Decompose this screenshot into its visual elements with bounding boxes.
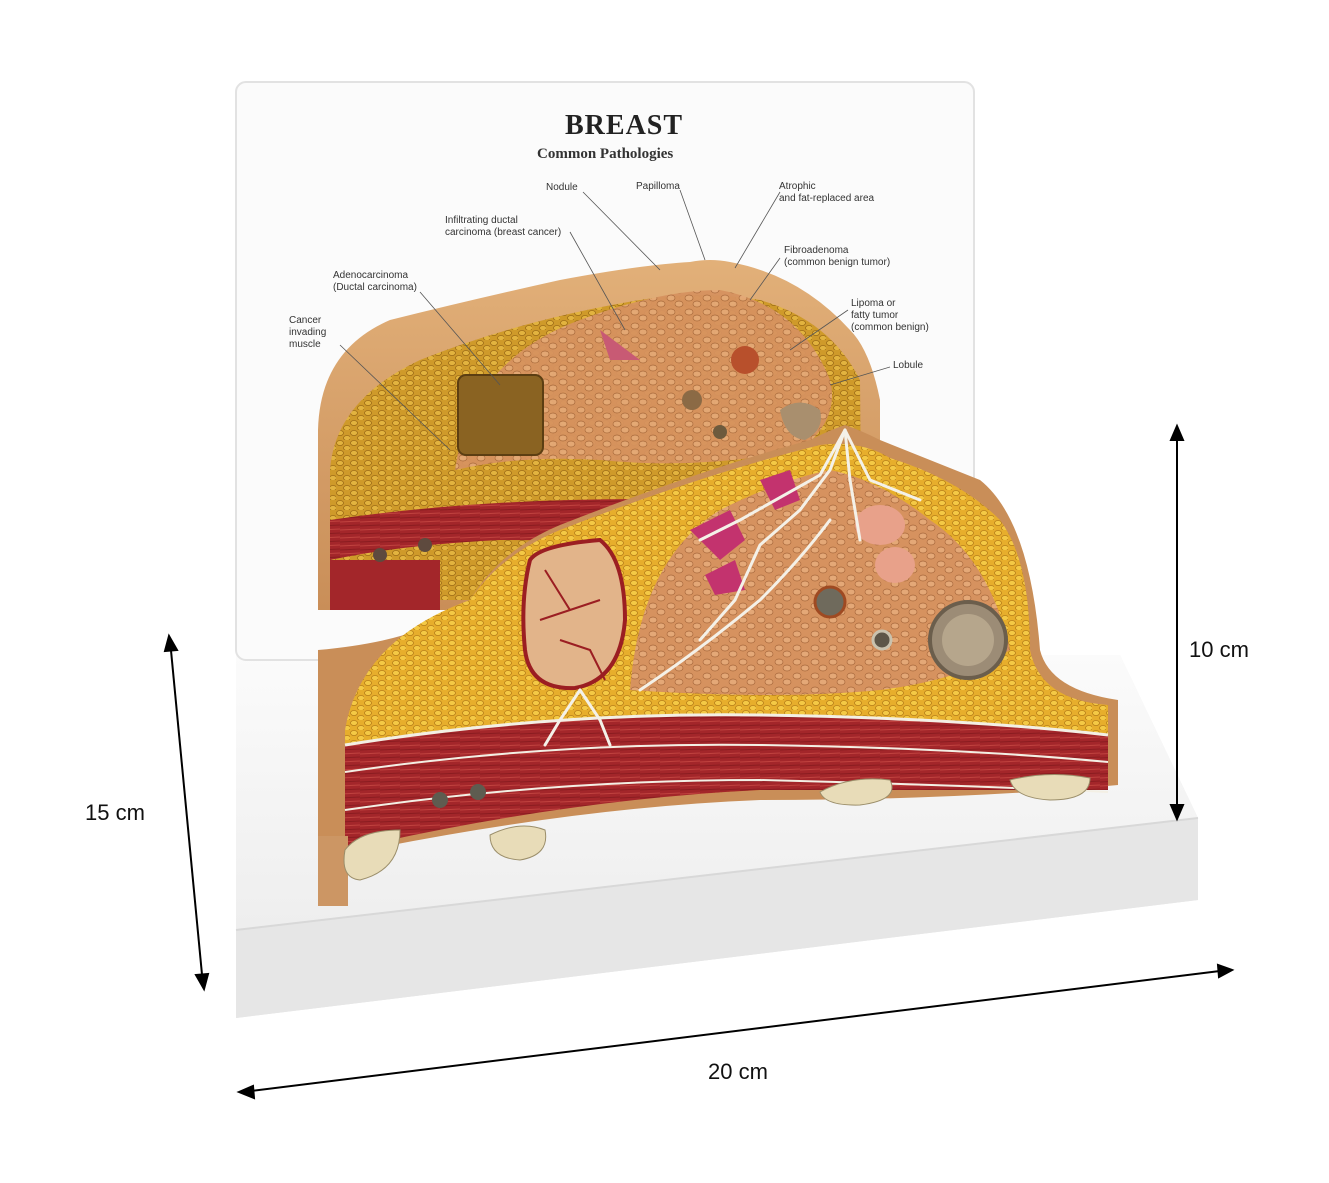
dimension-width-label: 20 cm [708, 1059, 768, 1084]
dimension-arrows [163, 423, 1235, 1100]
callout-lobule: Lobule [893, 360, 924, 371]
callout-cancer-muscle: Cancer invading muscle [289, 315, 327, 350]
dimension-depth-label: 15 cm [85, 800, 145, 825]
board-subtitle: Common Pathologies [537, 146, 674, 162]
callout-fibroadenoma: Fibroadenoma (common benign tumor) [784, 245, 891, 268]
dimension-height-label: 10 cm [1189, 637, 1249, 662]
callout-lipoma: Lipoma or fatty tumor (common benign) [851, 298, 929, 333]
callout-infiltrating: Infiltrating ductal carcinoma (breast ca… [445, 215, 562, 238]
callout-nodule: Nodule [546, 182, 578, 193]
width-arrow [242, 969, 1229, 1093]
breast-cross-section-model [318, 425, 1118, 906]
callout-adenocarcinoma: Adenocarcinoma (Ductal carcinoma) [333, 270, 417, 293]
callout-papilloma: Papilloma [636, 181, 680, 192]
depth-arrow [169, 639, 204, 986]
board-title: BREAST [565, 110, 684, 141]
callout-atrophic: Atrophic and fat-replaced area [779, 181, 875, 204]
